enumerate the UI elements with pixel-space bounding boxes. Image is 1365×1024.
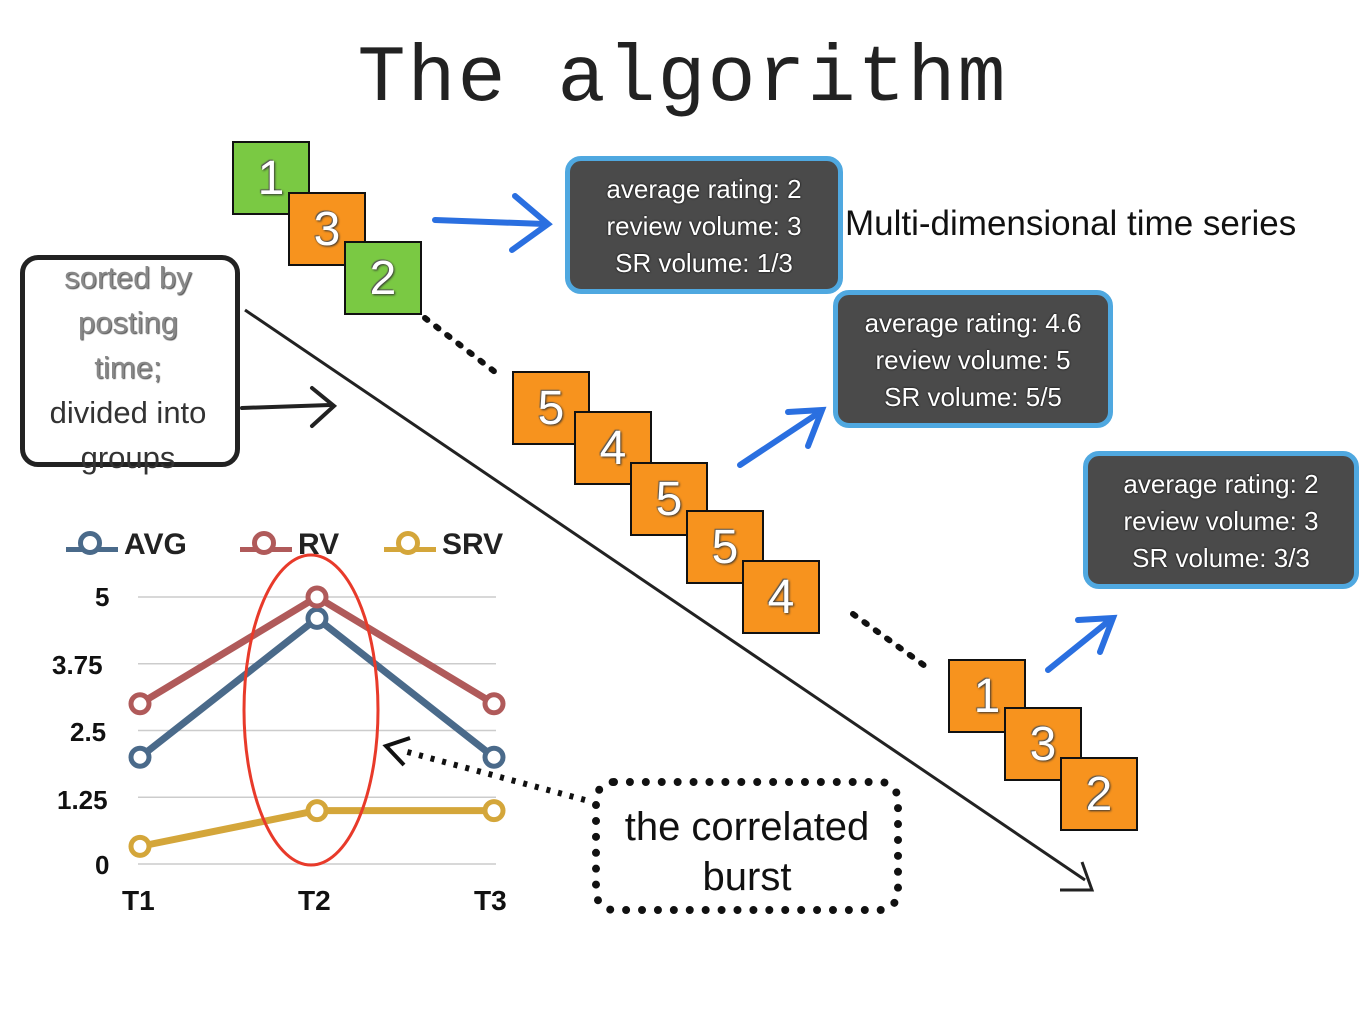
review-box: 2 [344, 241, 422, 315]
dots-connector-1 [422, 315, 498, 375]
review-box: 5 [512, 371, 590, 445]
y-tick-label: 5 [95, 582, 110, 612]
avg-rating-text: average rating: 2 [606, 174, 802, 204]
legend-avg: AVG [66, 528, 187, 562]
data-point-avg [482, 745, 506, 769]
y-tick-label: 3.75 [52, 650, 103, 680]
blue-arrow-1 [432, 193, 553, 253]
review-box: 4 [742, 560, 820, 634]
review-volume-text: review volume: 3 [1123, 506, 1319, 536]
page-title: The algorithm [357, 34, 1008, 125]
blue-arrow-3 [1045, 614, 1118, 673]
y-tick-label: 0 [95, 850, 110, 880]
dots-connector-2 [850, 611, 928, 669]
blue-arrow-2 [737, 406, 827, 468]
legend-srv: SRV [384, 528, 503, 562]
data-point-srv [482, 799, 506, 823]
timeline-arrowhead [1060, 861, 1095, 892]
sr-volume-text: SR volume: 5/5 [884, 382, 1062, 412]
data-point-avg [305, 606, 329, 630]
note-arrow [240, 386, 338, 428]
y-tick-label: 2.5 [70, 717, 107, 747]
y-tick-label: 1.25 [57, 785, 108, 815]
review-box: 2 [1060, 757, 1138, 831]
data-point-rv [305, 585, 329, 609]
group-stats-2: average rating: 4.6 review volume: 5 SR … [833, 290, 1113, 428]
review-volume-text: review volume: 5 [875, 345, 1071, 375]
sr-volume-text: SR volume: 3/3 [1132, 543, 1310, 573]
x-tick-label: T3 [474, 885, 507, 916]
data-point-rv [128, 692, 152, 716]
data-point-avg [128, 745, 152, 769]
burst-highlight-ellipse [242, 553, 380, 867]
timeline-arrow [244, 308, 1086, 882]
group-stats-1: average rating: 2 review volume: 3 SR vo… [565, 156, 843, 294]
data-point-srv [305, 799, 329, 823]
series-label: Multi-dimensional time series [845, 204, 1297, 243]
x-tick-label: T1 [122, 885, 155, 916]
burst-callout: the correlated burst [592, 778, 902, 914]
group-stats-3: average rating: 2 review volume: 3 SR vo… [1083, 451, 1359, 589]
data-point-rv [482, 692, 506, 716]
data-point-srv [128, 834, 152, 858]
avg-rating-text: average rating: 4.6 [864, 308, 1082, 338]
legend-rv: RV [240, 528, 339, 562]
review-volume-text: review volume: 3 [606, 211, 802, 241]
note-frame [20, 255, 240, 467]
line-chart [128, 585, 506, 865]
series-line-avg [137, 614, 497, 760]
x-tick-label: T2 [298, 885, 331, 916]
note-text: sorted by posting time; divided into gro… [49, 260, 207, 475]
sr-volume-text: SR volume: 1/3 [615, 248, 793, 278]
burst-arrow [382, 736, 586, 803]
avg-rating-text: average rating: 2 [1123, 469, 1319, 499]
